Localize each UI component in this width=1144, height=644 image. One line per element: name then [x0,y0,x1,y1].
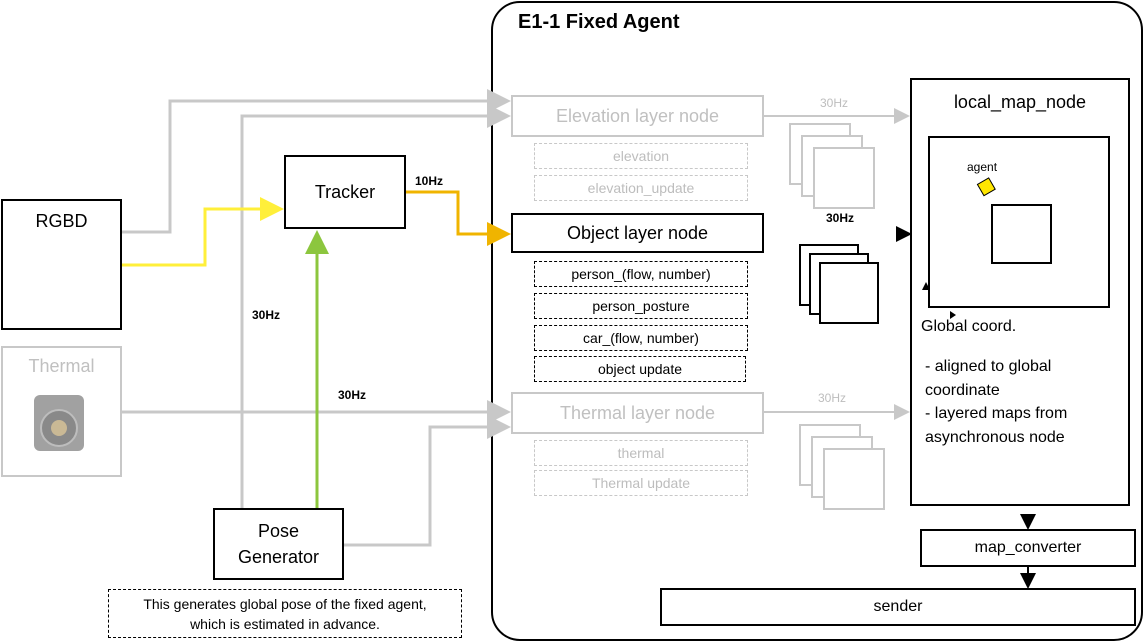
pose-to-elevation-line [240,104,511,508]
pose-note: This generates global pose of the fixed … [108,589,462,638]
tracker-box[interactable]: Tracker [284,155,406,229]
pose-generator-box[interactable]: Pose Generator [213,508,344,580]
object-sub-item: person_posture [534,293,748,319]
thermal-label: Thermal [28,356,95,376]
object-node-label: Object layer node [566,222,709,243]
local-map-node[interactable]: local_map_node [910,78,1130,506]
agent-container [491,1,1143,641]
tracker-to-object-line [406,190,511,246]
rgbd-rate: 30Hz [252,308,281,322]
pose-note-line2: which is estimated in advance. [190,615,380,632]
local-map-inner [991,204,1052,264]
thermal-sensor-box[interactable]: Thermal [1,346,122,477]
map-converter-label: map_converter [974,539,1082,556]
pose-rate: 30Hz [338,388,367,402]
pose-generator-label-line2: Generator [237,547,320,567]
inner-map-corner-arrow-right [950,311,956,319]
pose-generator-label-line1: Pose [257,521,300,541]
rgbd-to-tracker-line [122,197,284,267]
object-layer-node[interactable]: Object layer node [511,213,764,253]
elevation-out-rate: 30Hz [820,96,849,110]
agent-marker [976,177,996,197]
tracker-out-rate: 10Hz [415,174,444,188]
elevation-update-sub-item: elevation_update [534,175,748,201]
thermal-update-sub-item: Thermal update [534,470,748,496]
elevation-node-label: Elevation layer node [555,105,720,126]
object-sub-item: object update [534,356,746,382]
thermal-layer-node[interactable]: Thermal layer node [511,392,764,434]
thermal-out-rate: 30Hz [818,391,847,405]
rgbd-sensor-box[interactable]: RGBD [1,199,122,330]
thermal-node-label: Thermal layer node [559,402,716,423]
rgbd-to-elevation-line [122,89,511,234]
elevation-layer-stack [789,123,875,209]
thermal-sub-item: thermal [534,440,748,466]
pose-note-line1: This generates global pose of the fixed … [143,595,427,612]
sender-label: sender [873,598,923,615]
pose-to-thermal-node-line [344,415,511,547]
rgbd-label: RGBD [35,211,88,231]
global-coord-title: Global coord. [921,318,1017,335]
thermal-camera-image [34,395,84,451]
object-out-rate: 30Hz [826,211,855,225]
agent-title: E1-1 Fixed Agent [518,11,680,33]
map-converter-box[interactable]: map_converter [920,529,1136,567]
elevation-sub-item: elevation [534,143,748,169]
agent-label: agent [967,160,998,174]
local-map-outer [928,136,1110,308]
local-map-title: local_map_node [953,92,1087,112]
elevation-layer-node[interactable]: Elevation layer node [511,95,764,137]
bullet-aligned: - aligned to global coordinate [925,358,1052,399]
sender-box[interactable]: sender [660,588,1136,626]
tracker-label: Tracker [314,181,376,202]
thermal-layer-stack [799,424,885,510]
object-layer-stack [799,244,879,324]
object-sub-item: car_(flow, number) [534,325,748,351]
bullet-layered: - layered maps from asynchronous node [925,405,1068,446]
object-sub-item: person_(flow, number) [534,261,748,287]
